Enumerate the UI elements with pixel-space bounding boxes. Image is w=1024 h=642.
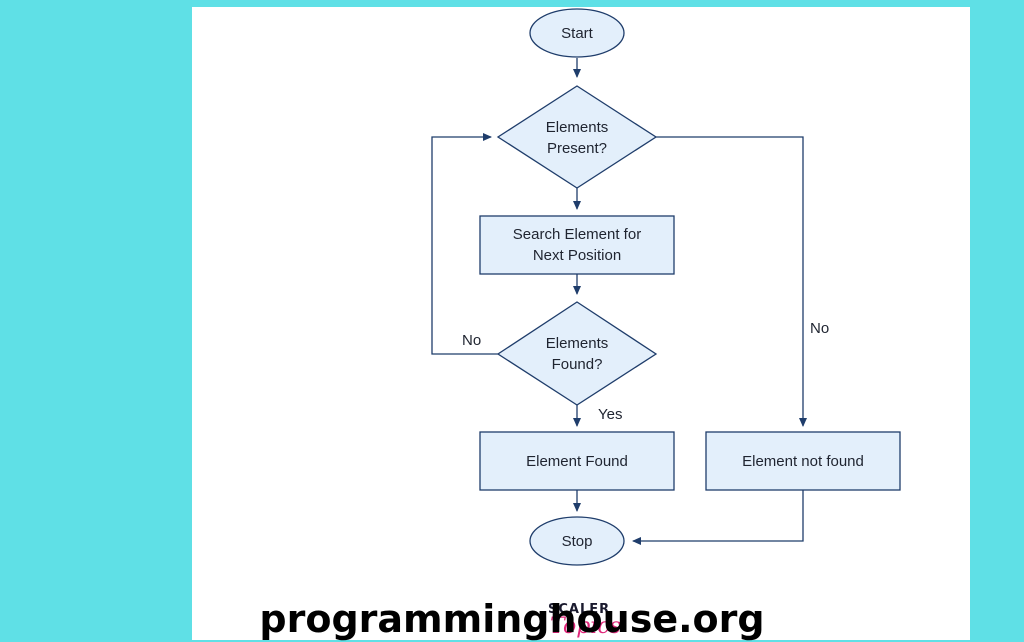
logo-top-text: SCALER [548,602,611,617]
present-label-line1: Elements [546,119,609,136]
scaler-topics-logo: SCALER Topics [544,602,621,642]
node-elements-present: Elements Present? [496,85,658,189]
edge-label-yes: Yes [598,406,622,423]
search-label-line2: Next Position [533,247,621,264]
logo-bottom-text: Topics [550,614,621,639]
edge-no-right [656,136,807,427]
edge-label-no-right: No [810,320,829,337]
node-start: Start [529,8,625,58]
node-search-element: Search Element for Next Position [479,215,675,275]
start-label: Start [561,25,594,42]
search-label-line1: Search Element for [513,226,641,243]
edge-label-no-loop: No [462,332,481,349]
node-element-not-found: Element not found [705,431,901,491]
found-q-label-line2: Found? [552,356,603,373]
found-label: Element Found [526,453,628,470]
stop-label: Stop [562,533,593,550]
found-q-label-line1: Elements [546,335,609,352]
watermark-text: programminghouse.org [259,597,765,641]
present-label-line2: Present? [547,140,607,157]
not-found-label: Element not found [742,453,864,470]
node-element-found: Element Found [479,431,675,491]
node-elements-found: Elements Found? [496,301,658,406]
edge-no-loop [431,133,498,355]
node-stop: Stop [529,516,625,566]
edge-not-found-to-stop [632,490,804,545]
